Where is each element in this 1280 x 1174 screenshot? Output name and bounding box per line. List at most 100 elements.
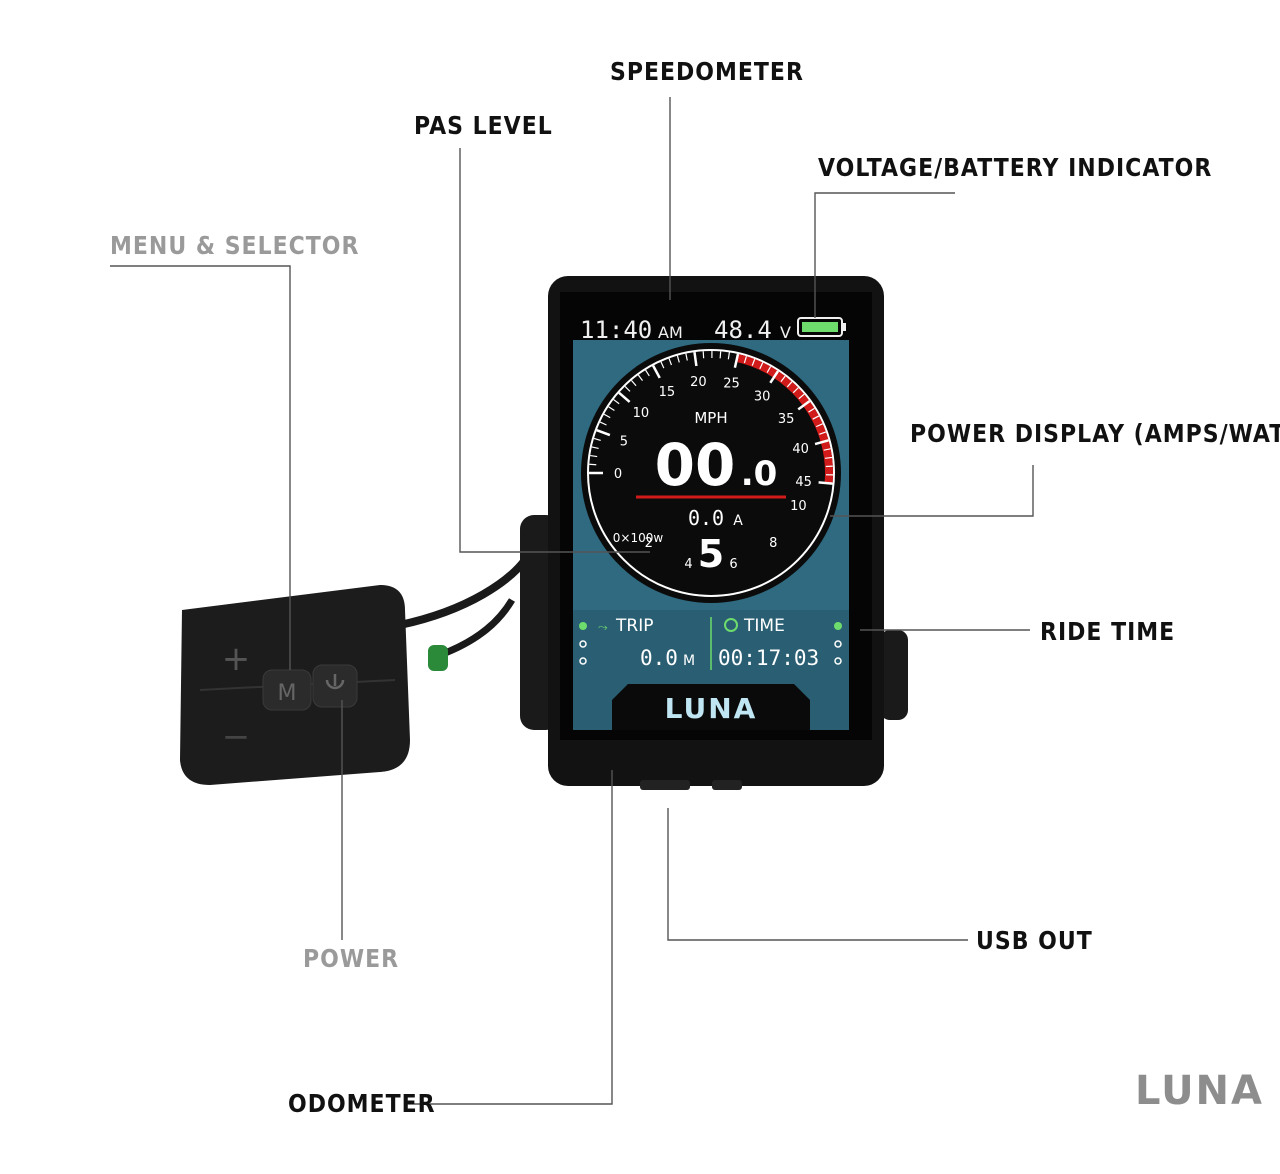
cable-2 [438,598,516,659]
trip-unit: M [683,653,695,669]
time-indicator-dot [834,622,842,630]
port-2 [712,780,742,790]
speed-tick [593,437,601,442]
voltage-unit: V [780,323,791,342]
speed-tick [769,370,780,384]
speed-tick [651,365,661,379]
stopwatch-icon [724,618,738,632]
speed-tick [818,481,833,485]
usb-port [640,780,690,790]
power-tick-label: 10 [790,499,807,514]
callout-usb-out: USB OUT [976,927,1093,956]
speed-tick-label: 10 [633,406,650,421]
leader-pas-level [459,148,650,553]
speed-tick [624,385,631,392]
speed-tick [618,391,631,403]
speed-integer: 00 [655,431,736,499]
power-icon [325,674,345,690]
luna-logo: LUNA [1135,1068,1264,1114]
speed-tick [668,358,673,366]
pas-level-value: 5 [698,532,724,576]
speed-tick-label: 20 [690,375,707,390]
speed-tick-label: 35 [778,412,795,427]
clock-time: 11:40 [580,316,652,344]
voltage-value: 48.4 [714,316,772,344]
speed-tick [589,463,597,466]
leader-usb [667,808,968,941]
speed-tick [815,423,823,428]
speed-tick [660,361,665,369]
speed-unit: MPH [694,409,727,427]
gauge-ticks [589,350,833,485]
speed-tick-label: 5 [620,434,628,449]
speed-tick [727,352,730,360]
screen-brand: LUNA [665,692,758,725]
speed-tick [693,351,698,367]
speed-tick-label: 30 [754,389,771,404]
gauge-ring [587,349,835,597]
trip-indicator-dot [579,622,587,630]
clock-ampm: AM [658,323,683,342]
speed-tick [792,387,799,394]
speed-tick [798,393,805,400]
power-tick-label: 8 [769,536,777,551]
battery-icon [797,317,846,337]
time-page-dot [834,640,842,648]
leader-odometer [405,770,613,1105]
handlebar-remote: + − M [180,585,410,785]
callout-ride-time: RIDE TIME [1040,618,1176,647]
callout-power: POWER [303,945,400,974]
speed-tick [786,381,793,388]
speed-tick-label: 15 [659,385,676,400]
leader-power-display [830,465,1034,517]
speed-tick [591,446,599,450]
speed-tick [608,406,615,412]
gauge-dial [581,343,841,603]
speed-tick-label: 40 [792,442,809,457]
speed-tick [808,407,815,413]
power-tick-label: 4 [684,557,692,572]
trip-label: TRIP [615,616,653,636]
time-page-dot [834,657,842,665]
time-label: TIME [743,616,785,636]
speed-tick [743,356,748,364]
speed-tick [637,374,643,381]
speed-tick [613,399,620,405]
trip-value: 0.0 [640,646,678,670]
speed-tick [766,366,772,373]
current-unit: A [733,513,743,529]
power-tick-label: 6 [729,557,737,572]
speed-tick [824,456,833,459]
leader-menu [110,265,291,670]
trip-page-dot [579,657,587,665]
speed-tick [599,421,607,426]
speed-tick [719,351,722,359]
cable [399,557,529,629]
m-button[interactable] [262,669,312,711]
speed-tick [823,448,831,451]
trip-page-dot [579,640,587,648]
speed-tick-label: 45 [795,475,812,490]
connector [428,645,448,671]
speed-tick [676,355,680,363]
speed-tick [814,439,829,446]
callout-voltage-battery: VOLTAGE/BATTERY INDICATOR [818,154,1213,183]
speed-tick [780,375,786,383]
speed-tick [759,362,764,370]
speed-tick [797,400,811,411]
callout-odometer: ODOMETER [288,1090,436,1119]
plus-button[interactable]: + [222,639,251,679]
speed-decimal: .0 [741,454,778,494]
m-button-label: M [278,681,297,706]
speed-tick [603,413,611,419]
callout-power-display: POWER DISPLAY (AMPS/WATTS) [910,420,1280,449]
time-value: 00:17:03 [718,646,819,670]
route-icon: ⤳ [598,620,608,634]
current-value: 0.0 [688,506,724,530]
speed-tick [751,358,756,366]
speed-tick-label: 0 [614,467,622,482]
speed-tick [819,431,827,435]
